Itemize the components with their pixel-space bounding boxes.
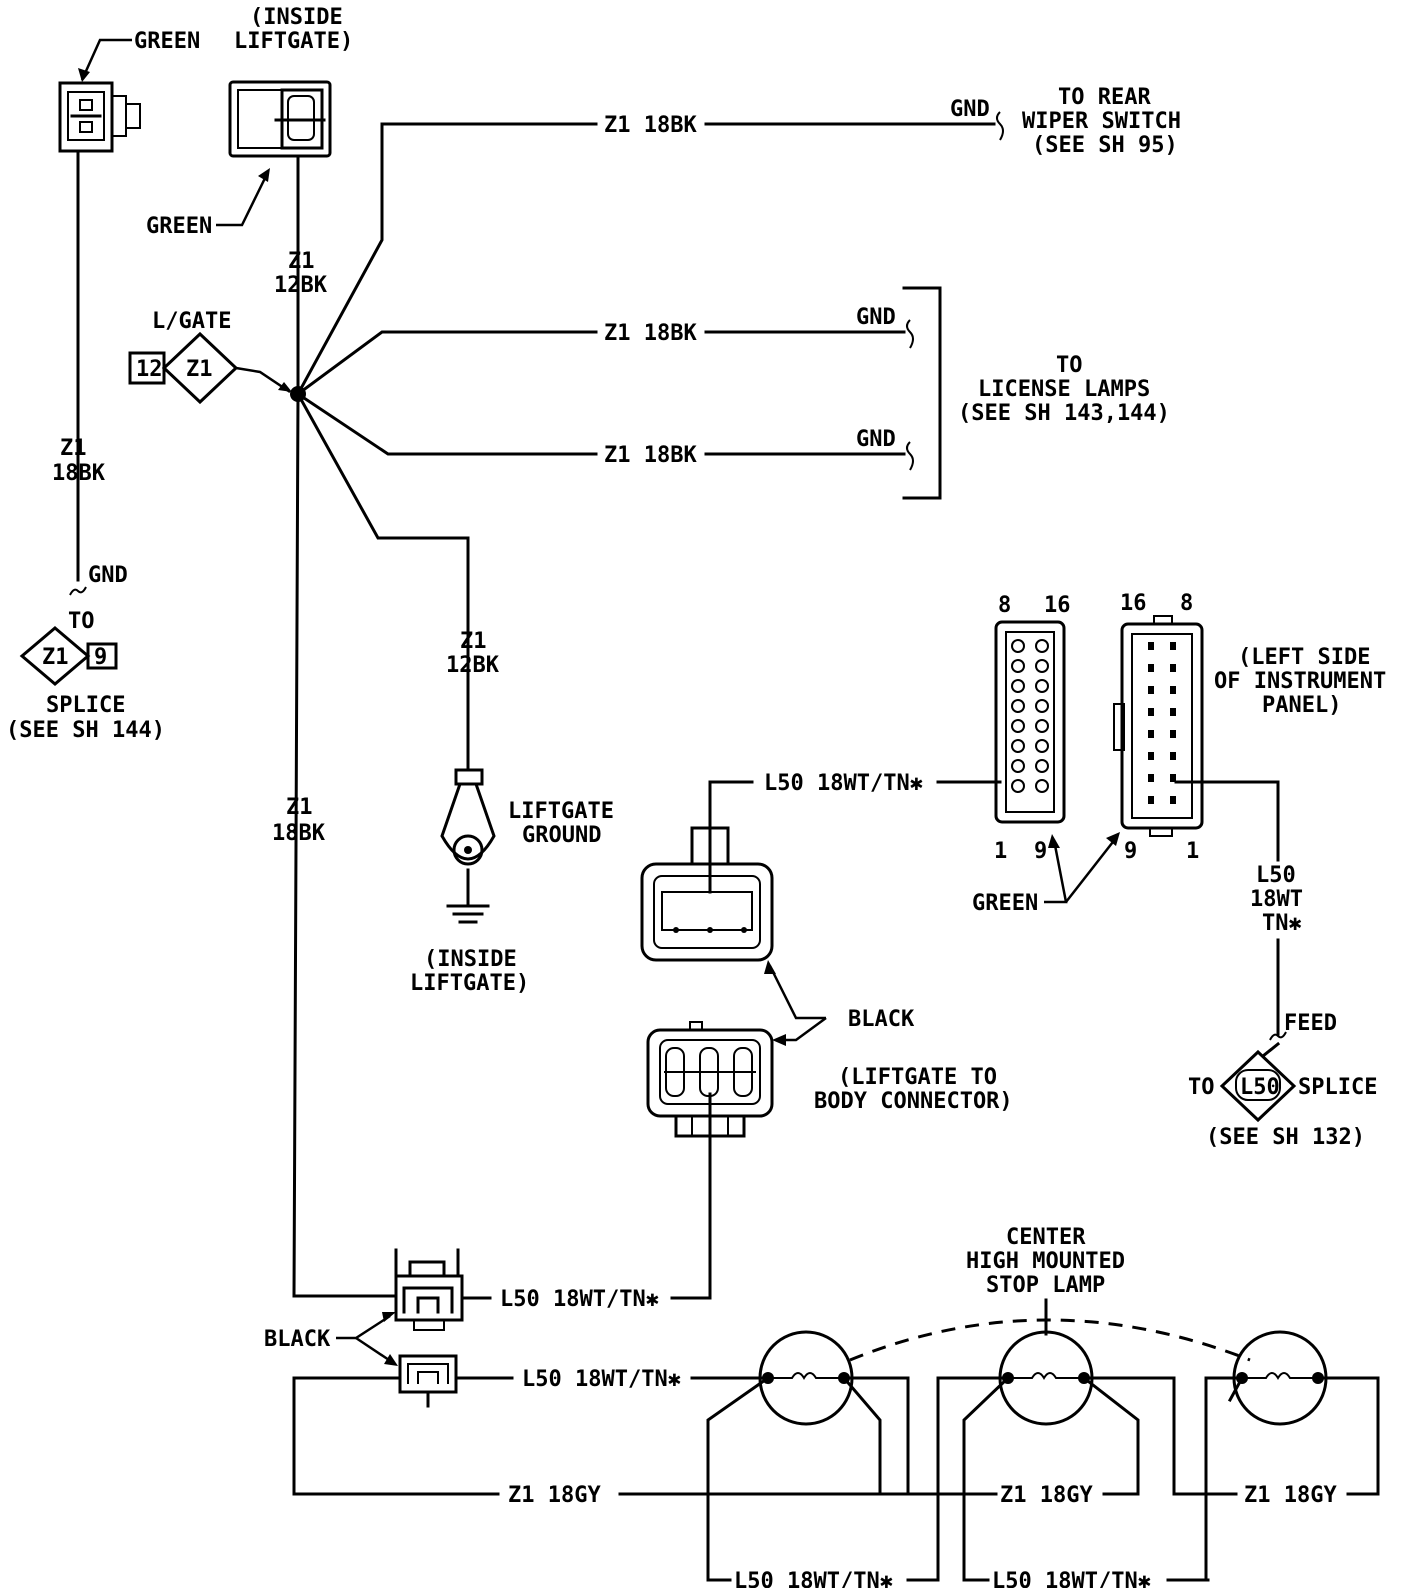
label-z1-b: Z1 <box>460 629 487 654</box>
gnd-break-left <box>69 586 87 596</box>
label-see-sh132: (SEE SH 132) <box>1206 1125 1365 1150</box>
label-l50-r1: L50 <box>1256 863 1296 888</box>
label-left-side-3: PANEL) <box>1262 693 1341 718</box>
label-feed: FEED <box>1284 1011 1337 1036</box>
connector-ip-right <box>1113 615 1204 837</box>
connector-liftgate-body-top <box>640 826 774 962</box>
label-18bk-left: 18BK <box>52 461 106 486</box>
connector-black-upper <box>394 1248 464 1331</box>
label-z1-18bk-top: Z1 18BK <box>604 113 697 138</box>
label-liftgate-body-2: BODY CONNECTOR) <box>814 1089 1013 1114</box>
label-left-side-2: OF INSTRUMENT <box>1214 669 1386 694</box>
label-gnd-left: GND <box>88 563 128 588</box>
label-liftgate-ground-2: GROUND <box>522 823 601 848</box>
pin-8b: 8 <box>1180 591 1193 616</box>
label-to-rear: TO REAR <box>1058 85 1151 110</box>
label-inside-liftgate-2a: (INSIDE <box>424 947 517 972</box>
label-z1-a: Z1 <box>288 249 315 274</box>
label-wiper-switch: WIPER SWITCH <box>1022 109 1181 134</box>
label-gnd-mid2: GND <box>856 427 896 452</box>
label-splice-left: SPLICE <box>46 693 125 718</box>
label-l50-bot-a: L50 18WT/TN✱ <box>734 1569 893 1588</box>
label-black-1: BLACK <box>848 1007 915 1032</box>
label-z1-18gy-a: Z1 18GY <box>508 1483 601 1508</box>
wire-z1-18bk-long <box>292 392 300 1298</box>
liftgate-ground-lug <box>440 768 496 924</box>
label-to-left: TO <box>68 609 95 634</box>
label-inside-liftgate-1a: (INSIDE <box>250 5 343 30</box>
label-green-2: GREEN <box>146 214 212 239</box>
label-license-lamps: LICENSE LAMPS <box>978 377 1150 402</box>
label-z1-18bk-mid2: Z1 18BK <box>604 443 697 468</box>
label-liftgate-body-1: (LIFTGATE TO <box>838 1065 997 1090</box>
stop-lamp-left <box>758 1330 854 1426</box>
label-liftgate-ground-1: LIFTGATE <box>508 799 614 824</box>
label-lgate: L/GATE <box>152 309 231 334</box>
pin-9a: 9 <box>1034 839 1047 864</box>
connector-ip-left <box>994 620 1066 824</box>
pin-8a: 8 <box>998 593 1011 618</box>
dashed-housing <box>849 1318 1251 1362</box>
label-splice-right: SPLICE <box>1298 1075 1377 1100</box>
label-to-license: TO <box>1056 353 1083 378</box>
pin-16b: 16 <box>1120 591 1147 616</box>
splice-l50-text: L50 <box>1240 1075 1280 1100</box>
label-l50-r2: 18WT <box>1250 887 1303 912</box>
connector-inside-liftgate-top <box>228 80 332 158</box>
wire-liftgate-ground <box>295 391 470 772</box>
stop-lamp-right <box>1232 1330 1328 1426</box>
arrow-green-2 <box>216 171 270 227</box>
connector-black-lower <box>398 1354 458 1408</box>
label-l50-lower-b: L50 18WT/TN✱ <box>522 1367 681 1392</box>
label-center-1: CENTER <box>1006 1225 1086 1250</box>
label-l50-r3: TN✱ <box>1262 911 1302 936</box>
label-z1-left: Z1 <box>60 436 87 461</box>
label-z1-18gy-c: Z1 18GY <box>1244 1483 1337 1508</box>
label-z1-c: Z1 <box>286 795 313 820</box>
label-to-right: TO <box>1188 1075 1215 1100</box>
label-12bk-a: 12BK <box>274 273 328 298</box>
label-center-2: HIGH MOUNTED <box>966 1249 1125 1274</box>
pin-1b: 1 <box>1186 839 1199 864</box>
gnd-break-top <box>996 111 1004 141</box>
label-green-tl: GREEN <box>134 29 200 54</box>
splice-z1-9: Z1 9 <box>19 626 118 686</box>
wire-to-rear-wiper <box>295 122 598 397</box>
splice-left-9: 9 <box>94 645 107 670</box>
connector-green-top-left <box>58 81 141 153</box>
bracket-license <box>902 286 942 500</box>
label-gnd-mid1: GND <box>856 305 896 330</box>
label-l50-lower-a: L50 18WT/TN✱ <box>500 1287 659 1312</box>
splice-l50: L50 <box>1219 1049 1297 1123</box>
label-l50-top: L50 18WT/TN✱ <box>764 771 923 796</box>
wire-license-1 <box>295 330 598 397</box>
label-see-sh144: (SEE SH 144) <box>6 718 165 743</box>
pin-1a: 1 <box>994 839 1007 864</box>
label-left-side-1: (LEFT SIDE <box>1238 645 1370 670</box>
label-12bk-b: 12BK <box>446 653 500 678</box>
label-green-3: GREEN <box>972 891 1038 916</box>
label-z1-18gy-b: Z1 18GY <box>1000 1483 1093 1508</box>
label-see-sh95: (SEE SH 95) <box>1032 133 1178 158</box>
lgate-z1: Z1 <box>186 357 213 382</box>
splice-lgate-z1: 12 Z1 <box>128 331 239 405</box>
label-18bk-c: 18BK <box>272 821 326 846</box>
label-inside-liftgate-2b: LIFTGATE) <box>410 971 529 996</box>
label-black-2: BLACK <box>264 1327 331 1352</box>
pin-16a: 16 <box>1044 593 1071 618</box>
lgate-num-12: 12 <box>136 357 163 382</box>
pin-9b: 9 <box>1124 839 1137 864</box>
label-center-3: STOP LAMP <box>986 1273 1105 1298</box>
label-inside-liftgate-1b: LIFTGATE) <box>234 29 353 54</box>
wire-license-2 <box>295 391 598 456</box>
label-see-sh143: (SEE SH 143,144) <box>958 401 1170 426</box>
label-l50-bot-b: L50 18WT/TN✱ <box>992 1569 1151 1588</box>
stop-lamp-center <box>998 1330 1094 1426</box>
arrow-green-tl <box>80 38 132 81</box>
splice-left-z1: Z1 <box>42 645 69 670</box>
arrow-lgate <box>235 366 291 394</box>
label-z1-18bk-mid1: Z1 18BK <box>604 321 697 346</box>
label-gnd-top: GND <box>950 97 990 122</box>
